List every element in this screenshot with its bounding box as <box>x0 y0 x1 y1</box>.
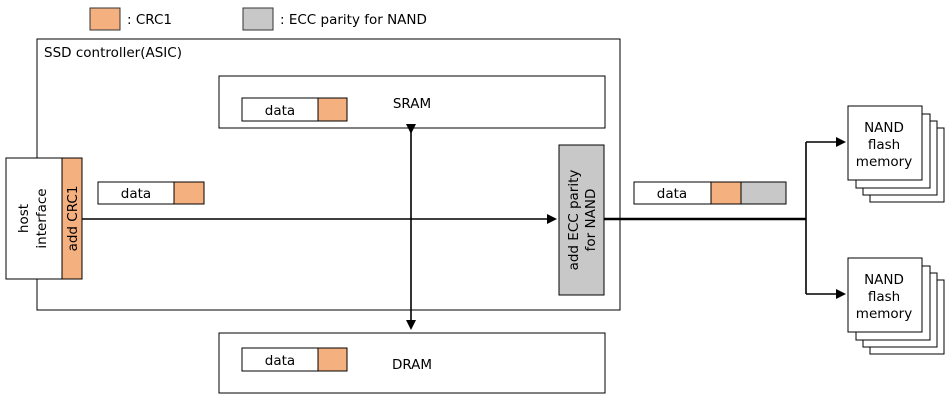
legend: : CRC1 : ECC parity for NAND <box>89 7 427 31</box>
dram-block: DRAM data <box>218 332 606 394</box>
nand-top-line1: NAND <box>864 120 904 136</box>
nand-top-line3: memory <box>856 154 912 170</box>
host-interface-line2: interface <box>34 188 50 248</box>
ecc-block: add ECC parity for NAND <box>558 144 605 296</box>
nand-stack-top: NAND flash memory <box>847 105 945 203</box>
legend-ecc-label: : ECC parity for NAND <box>280 12 427 28</box>
output-ecc-cell <box>740 181 787 205</box>
host-interface-block: host interface add CRC1 <box>5 157 83 280</box>
bus-packet: data <box>97 181 205 205</box>
nand-bottom-line1: NAND <box>864 272 904 288</box>
legend-crc-swatch <box>89 7 121 31</box>
ecc-line2: for NAND <box>583 189 599 252</box>
bus-data-label: data <box>121 186 151 202</box>
sram-label: SRAM <box>393 96 431 112</box>
bus-crc-cell <box>173 181 205 205</box>
add-crc1-label: add CRC1 <box>65 186 81 252</box>
connections <box>82 124 846 330</box>
dram-crc-cell <box>317 347 348 372</box>
output-data-label: data <box>657 186 687 202</box>
dram-label: DRAM <box>392 357 432 373</box>
ecc-line1: add ECC parity <box>566 170 582 271</box>
sram-block: SRAM data <box>218 75 606 129</box>
host-interface-box <box>5 157 63 280</box>
host-interface-line1: host <box>16 204 32 233</box>
ecc-box <box>558 144 605 296</box>
nand-top-line2: flash <box>868 137 900 153</box>
output-packet: data <box>633 181 787 205</box>
nand-bottom-line3: memory <box>856 306 912 322</box>
nand-top-box <box>847 105 923 181</box>
output-crc-cell <box>710 181 742 205</box>
sram-crc-cell <box>317 97 348 122</box>
legend-ecc-swatch <box>242 7 274 31</box>
legend-crc-label: : CRC1 <box>127 12 172 28</box>
nand-bottom-line2: flash <box>868 289 900 305</box>
nand-bottom-box <box>847 257 923 333</box>
dram-data-label: data <box>265 353 295 369</box>
sram-data-label: data <box>265 103 295 119</box>
nand-stack-bottom: NAND flash memory <box>847 257 945 355</box>
ssd-controller-title: SSD controller(ASIC) <box>44 45 182 61</box>
